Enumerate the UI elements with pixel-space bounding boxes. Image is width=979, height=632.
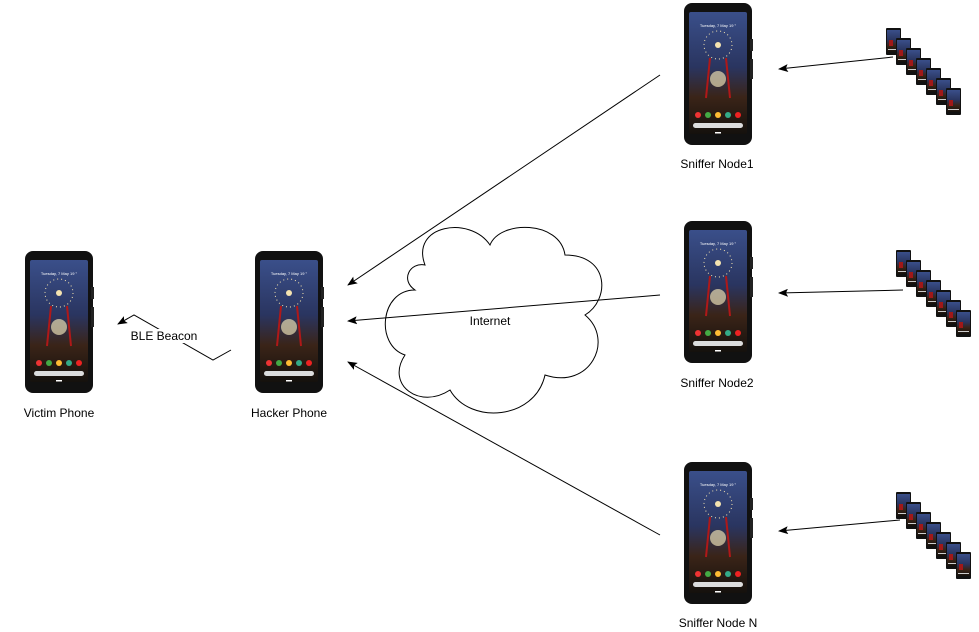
- arrow-node2-to-hacker: [347, 294, 661, 325]
- sniffer-node2-image: [683, 220, 754, 364]
- sniffed-device-icon: [956, 552, 971, 579]
- hacker-phone-image: [254, 250, 325, 394]
- sniffer-node1-image: [683, 2, 754, 146]
- sniffer-noden-label: Sniffer Node N: [678, 616, 758, 630]
- arrow-devices-to-noden: [778, 519, 901, 535]
- sniffed-device-icon: [956, 310, 971, 337]
- internet-label: Internet: [469, 314, 511, 328]
- arrow-node1-to-hacker: [347, 74, 661, 286]
- sniffer-node2-label: Sniffer Node2: [680, 376, 754, 390]
- sniffed-device-icon: [946, 88, 961, 115]
- internet-cloud: [384, 226, 603, 414]
- victim-phone-image: [24, 250, 95, 394]
- arrow-devices-to-node2: [778, 288, 904, 297]
- arrow-devices-to-node1: [778, 56, 894, 73]
- victim-phone-label: Victim Phone: [23, 406, 95, 420]
- ble-beacon-label: BLE Beacon: [128, 329, 200, 343]
- sniffer-noden-image: [683, 461, 754, 605]
- hacker-phone-label: Hacker Phone: [250, 406, 328, 420]
- arrow-noden-to-hacker: [347, 361, 661, 536]
- sniffer-node1-label: Sniffer Node1: [680, 157, 754, 171]
